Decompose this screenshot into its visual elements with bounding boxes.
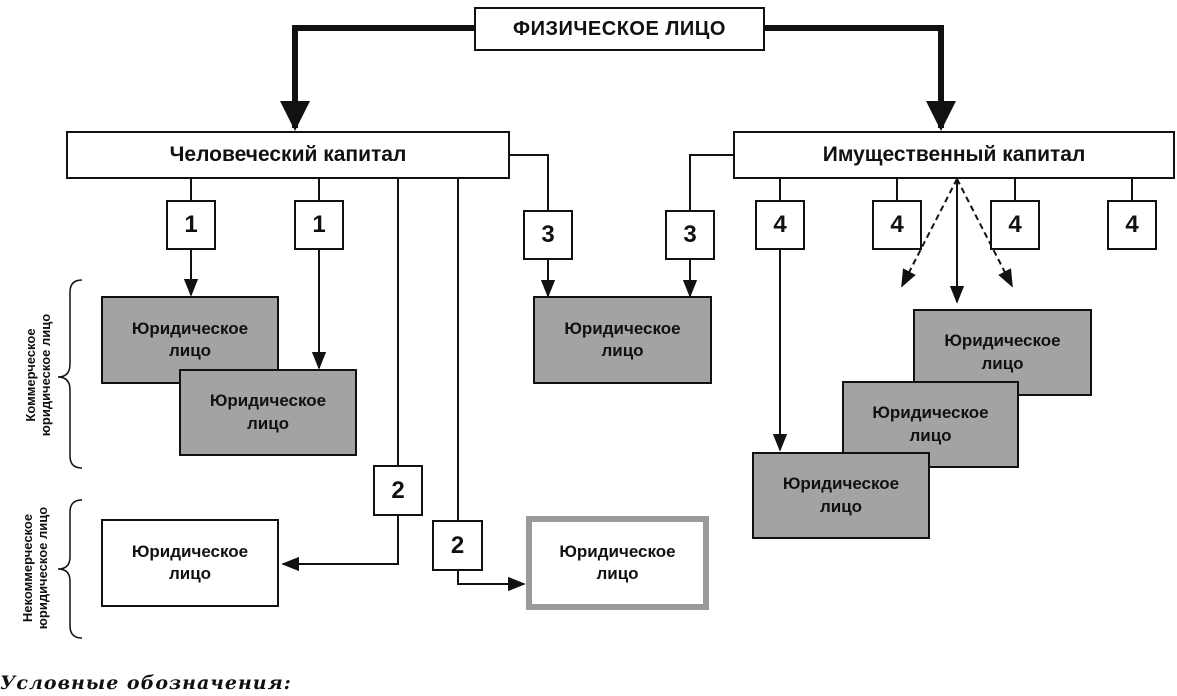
number-2a: 2 [373, 465, 423, 516]
number-3a: 3 [523, 210, 573, 260]
brace-noncommercial [57, 499, 83, 639]
root-to-human-arrow [280, 25, 474, 131]
legal-entity-grey-border: Юридическое лицо [526, 516, 709, 610]
legal-entity-3: Юридическое лицо [533, 296, 712, 384]
number-4c: 4 [990, 200, 1040, 250]
arrow-fan-left [901, 178, 958, 288]
legend-title: Условные обозначения: [0, 672, 292, 694]
legal-entity-property-bottom: Юридическое лицо [752, 452, 930, 539]
arrow-fan-right [956, 178, 1013, 288]
arrow-2b [457, 571, 526, 592]
legal-entity-noncommercial: Юридическое лицо [101, 519, 279, 607]
number-4d: 4 [1107, 200, 1157, 250]
brace-commercial [57, 279, 83, 469]
number-4a: 4 [755, 200, 805, 250]
property-capital-node: Имущественный капитал [733, 131, 1175, 179]
arrow-2a [281, 516, 399, 572]
label-commercial: Коммерческое юридическое лицо [23, 313, 53, 437]
root-to-property-arrow [765, 25, 956, 131]
legal-entity-commercial-2: Юридическое лицо [179, 369, 357, 456]
label-noncommercial: Некоммерческое юридическое лицо [20, 506, 50, 630]
number-3b: 3 [665, 210, 715, 260]
root-node: ФИЗИЧЕСКОЕ ЛИЦО [474, 7, 765, 51]
number-4b: 4 [872, 200, 922, 250]
number-1b: 1 [294, 200, 344, 250]
number-2b: 2 [432, 520, 483, 571]
number-1a: 1 [166, 200, 216, 250]
human-capital-node: Человеческий капитал [66, 131, 510, 179]
